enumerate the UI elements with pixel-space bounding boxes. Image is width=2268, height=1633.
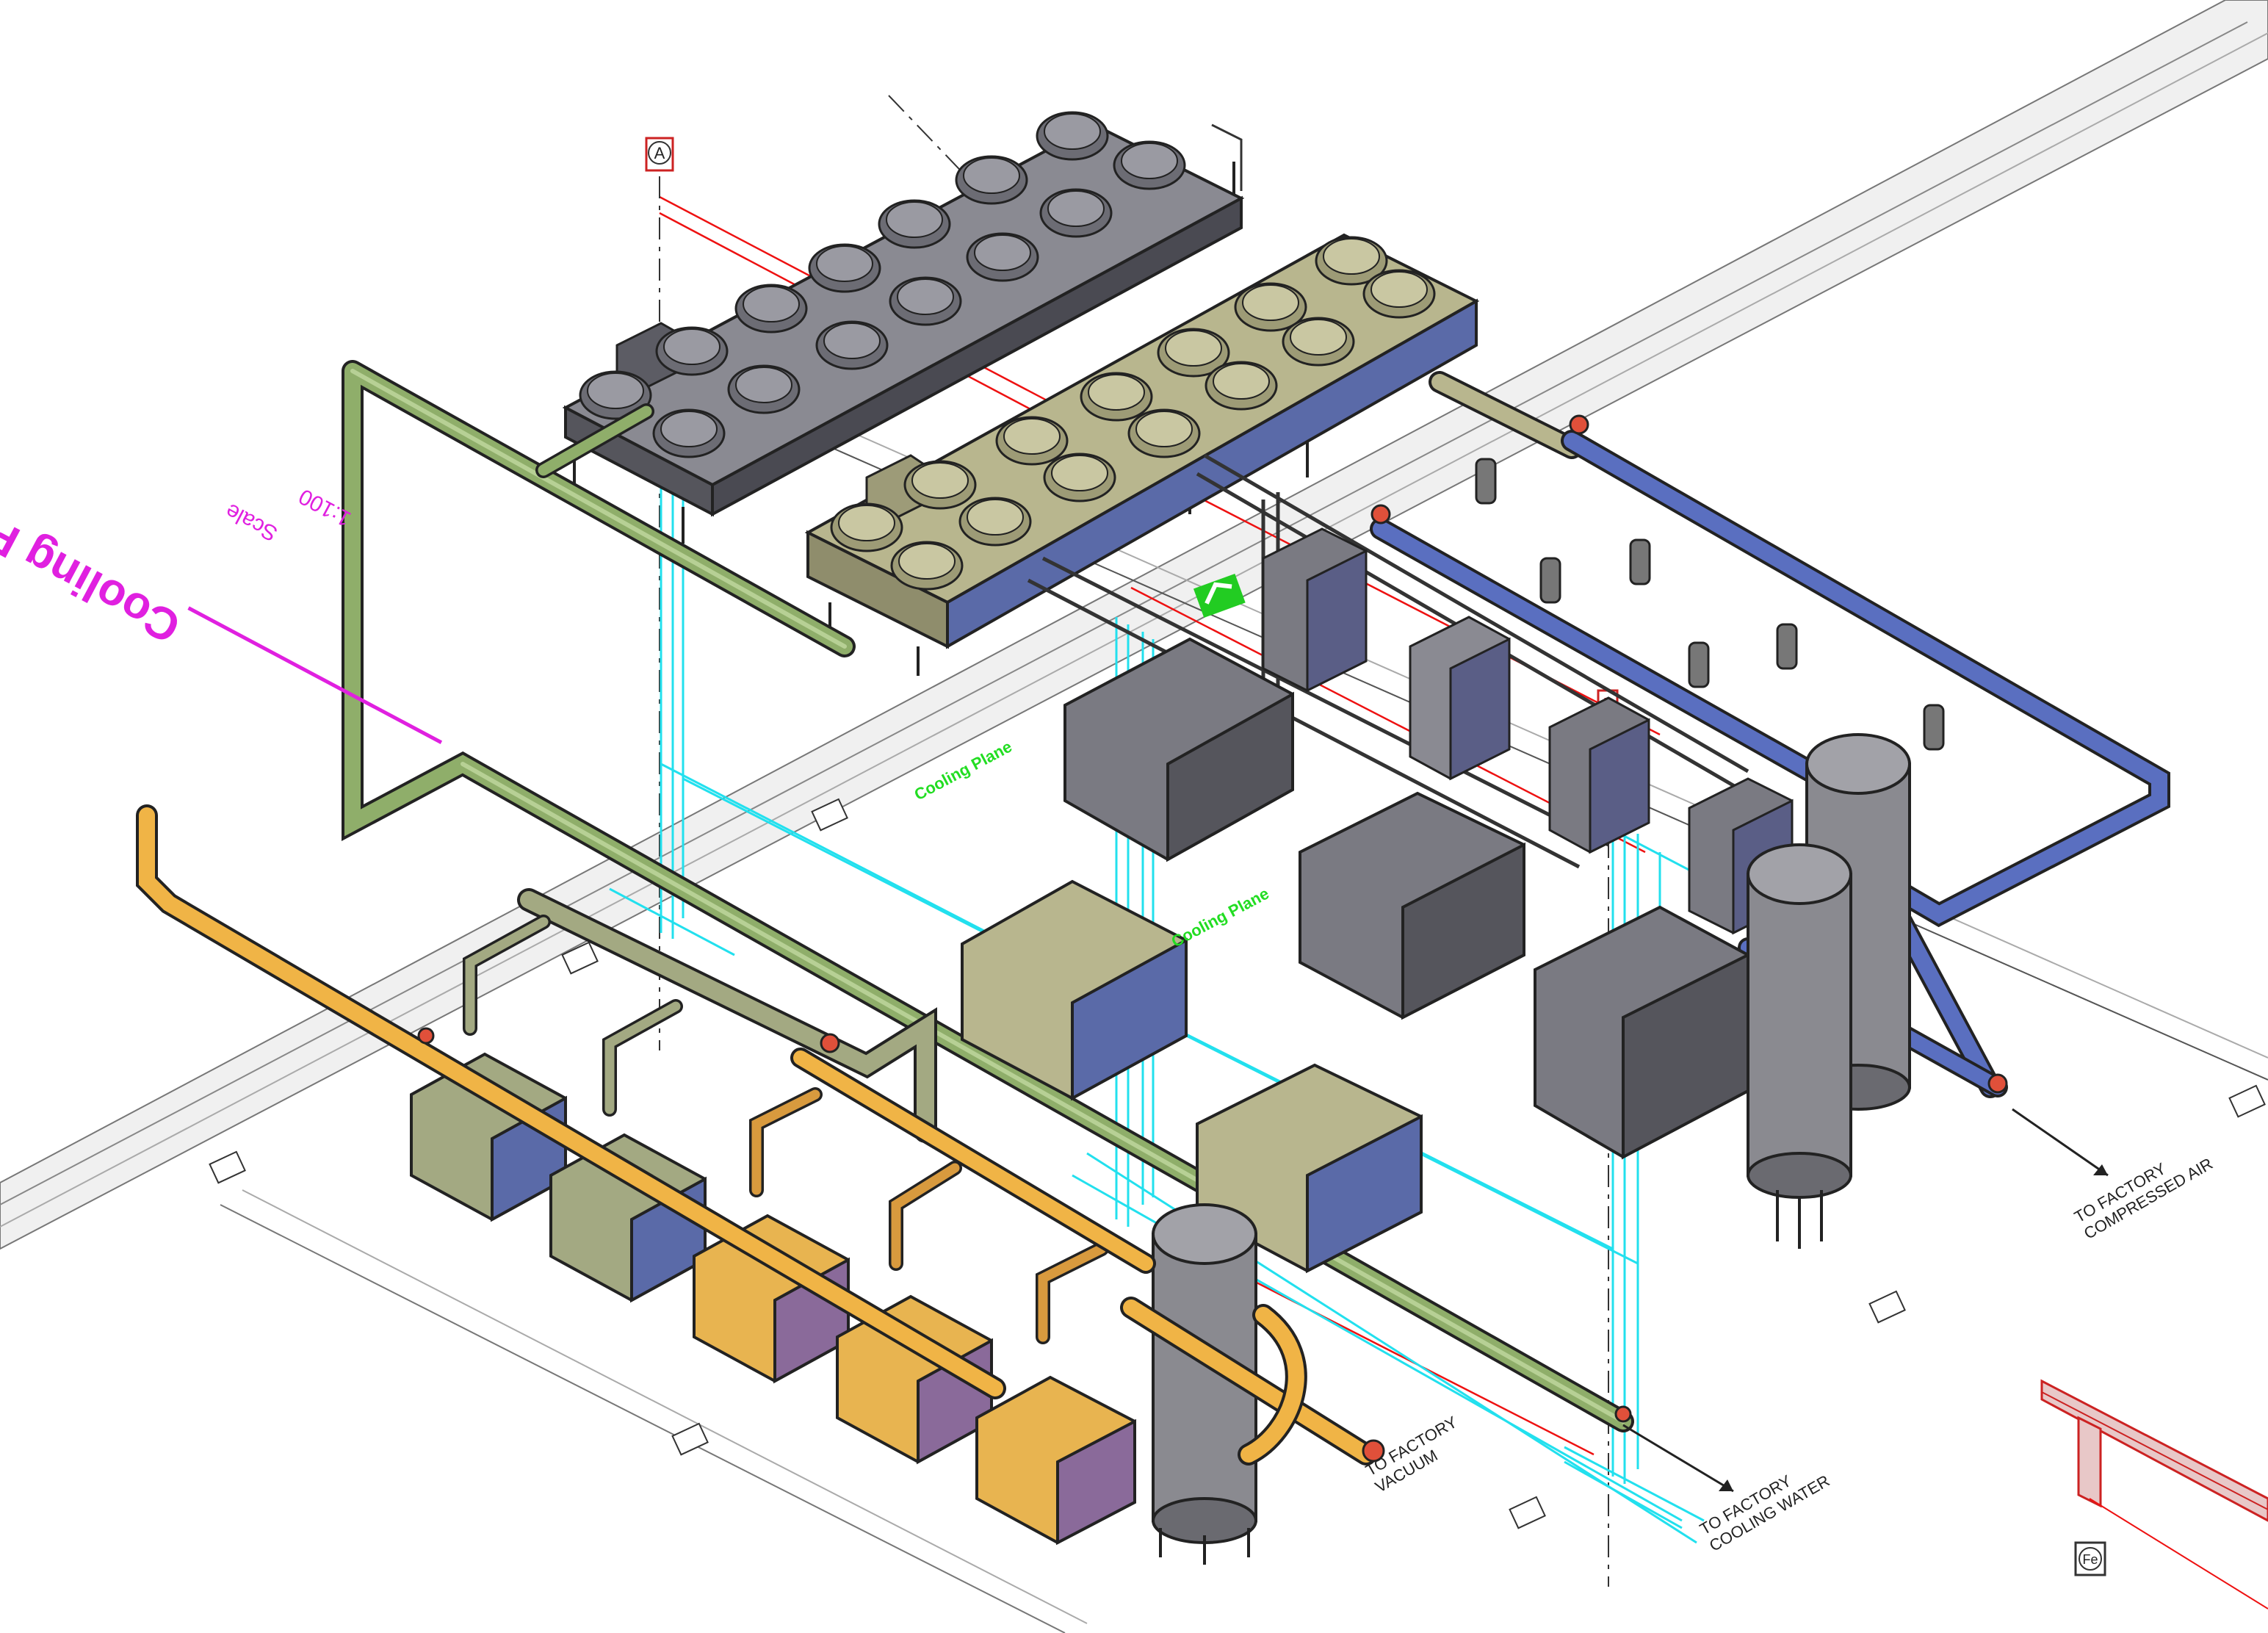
scale-label: Scale xyxy=(222,499,282,546)
grid-marker-a: A xyxy=(645,137,674,172)
dry-cooler-grey xyxy=(562,111,1245,544)
callout-compressed-air: TO FACTORY COMPRESSED AIR xyxy=(2012,1108,2216,1243)
pump-risers xyxy=(463,915,1109,1344)
chiller-units xyxy=(961,637,1749,1274)
grid-marker-fe-label: Fe xyxy=(2082,1552,2098,1567)
valve-icon xyxy=(417,414,2008,1463)
title-block: Cooling Plan xyxy=(0,477,443,744)
exit-arrow-icon xyxy=(1193,573,1246,618)
column-footprint xyxy=(1868,1290,1906,1324)
scale-label-block: Scale xyxy=(222,499,282,546)
wall-band-main xyxy=(0,0,2268,1250)
column-footprint xyxy=(561,941,599,975)
cooler-olive-side xyxy=(946,298,1478,649)
grid-marker-fe: Fe xyxy=(2074,1541,2106,1576)
air-filters xyxy=(1475,458,1945,751)
column-footprint xyxy=(811,798,848,832)
vacuum-pumps xyxy=(410,1052,1136,1546)
grid-marker-a-label: A xyxy=(654,144,665,162)
orange-vacuum-pipe xyxy=(136,804,1377,1466)
callout-cooling-water: TO FACTORY COOLING WATER xyxy=(1622,1424,1832,1555)
floor-label-2: Cooling Plane xyxy=(1169,884,1272,951)
drawing-title: Cooling Plan xyxy=(0,477,189,653)
column-footprint xyxy=(209,1150,246,1184)
olive-header-pipe xyxy=(517,371,1583,1143)
air-receiver-tanks xyxy=(1152,733,1911,1565)
cooler-grey-side xyxy=(711,195,1243,517)
column-footprint xyxy=(2228,1084,2266,1118)
column-footprint xyxy=(1509,1496,1546,1529)
svg-text:Cooling Plane: Cooling Plane xyxy=(1169,884,1272,951)
dry-cooler-olive xyxy=(804,233,1480,676)
green-pipe-loop xyxy=(342,360,1634,1432)
column-footprint xyxy=(671,1422,709,1456)
steel-beam-detail xyxy=(2040,1379,2268,1609)
callout-vacuum: TO FACTORY VACUUM xyxy=(1362,1413,1460,1496)
